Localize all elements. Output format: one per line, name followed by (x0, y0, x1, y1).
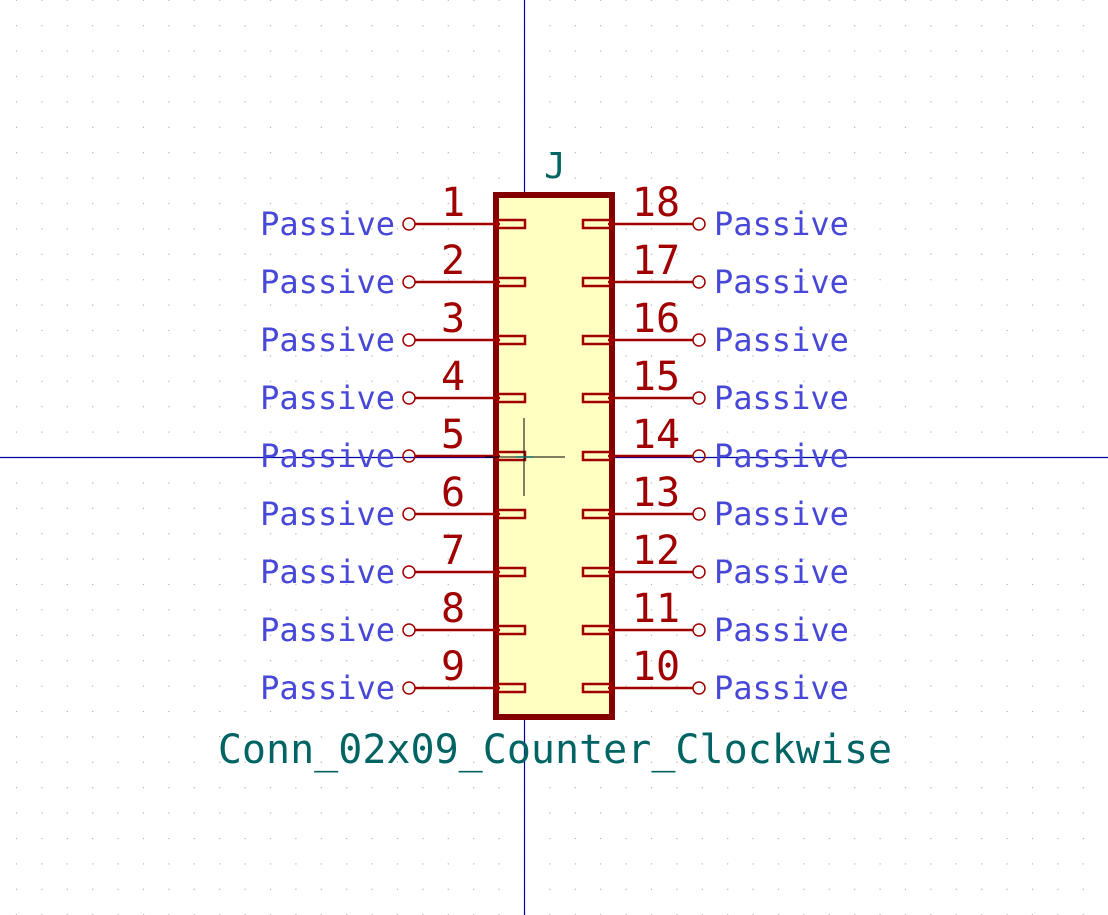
pin-number-label: 16 (632, 296, 680, 342)
pin-electrical-type-label: Passive (260, 379, 395, 417)
pin-connection-point[interactable] (402, 275, 416, 289)
pin-electrical-type-label: Passive (260, 495, 395, 533)
symbol-body[interactable] (493, 192, 615, 720)
pin-connection-point[interactable] (692, 565, 706, 579)
pin-connection-point[interactable] (692, 449, 706, 463)
pin-number-label: 1 (441, 180, 465, 226)
pin-connection-point[interactable] (402, 217, 416, 231)
reference-designator[interactable]: J (544, 146, 566, 187)
pin-connection-point[interactable] (692, 333, 706, 347)
pin-number-label: 8 (441, 586, 465, 632)
pin-connection-point[interactable] (402, 333, 416, 347)
pin-connection-point[interactable] (692, 391, 706, 405)
pin-number-label: 18 (632, 180, 680, 226)
pin-number-label: 13 (632, 470, 680, 516)
pin-number-label: 10 (632, 644, 680, 690)
pin-electrical-type-label: Passive (714, 611, 849, 649)
pin-electrical-type-label: Passive (714, 669, 849, 707)
pin-electrical-type-label: Passive (260, 437, 395, 475)
pin-number-label: 6 (441, 470, 465, 516)
pin-electrical-type-label: Passive (714, 495, 849, 533)
pin-number-label: 2 (441, 238, 465, 284)
pin-electrical-type-label: Passive (714, 263, 849, 301)
pin-electrical-type-label: Passive (714, 553, 849, 591)
pin-electrical-type-label: Passive (260, 263, 395, 301)
pin-number-label: 4 (441, 354, 465, 400)
pin-electrical-type-label: Passive (260, 205, 395, 243)
pin-number-label: 17 (632, 238, 680, 284)
pin-connection-point[interactable] (692, 681, 706, 695)
pin-number-label: 9 (441, 644, 465, 690)
left-pin-group: 1Passive2Passive3Passive4Passive5Passive… (260, 180, 527, 707)
pin-electrical-type-label: Passive (260, 553, 395, 591)
pin-number-label: 14 (632, 412, 680, 458)
pin-connection-point[interactable] (692, 623, 706, 637)
pin-connection-point[interactable] (402, 623, 416, 637)
pin-connection-point[interactable] (402, 681, 416, 695)
pin-connection-point[interactable] (402, 391, 416, 405)
pin-connection-point[interactable] (692, 217, 706, 231)
pin-connection-point[interactable] (402, 449, 416, 463)
pin-connection-point[interactable] (402, 507, 416, 521)
pin-electrical-type-label: Passive (714, 437, 849, 475)
anchor-cross (485, 418, 565, 496)
symbol-value-label[interactable]: Conn_02x09_Counter_Clockwise (218, 727, 892, 773)
pin-connection-point[interactable] (692, 275, 706, 289)
pin-electrical-type-label: Passive (714, 379, 849, 417)
pin-electrical-type-label: Passive (714, 205, 849, 243)
pin-number-label: 15 (632, 354, 680, 400)
pin-electrical-type-label: Passive (260, 669, 395, 707)
pin-number-label: 7 (441, 528, 465, 574)
pin-number-label: 12 (632, 528, 680, 574)
pin-electrical-type-label: Passive (260, 321, 395, 359)
pin-connection-point[interactable] (402, 565, 416, 579)
pin-connection-point[interactable] (692, 507, 706, 521)
pin-number-label: 11 (632, 586, 680, 632)
pin-electrical-type-label: Passive (714, 321, 849, 359)
pin-number-label: 3 (441, 296, 465, 342)
pin-number-label: 5 (441, 412, 465, 458)
pin-electrical-type-label: Passive (260, 611, 395, 649)
